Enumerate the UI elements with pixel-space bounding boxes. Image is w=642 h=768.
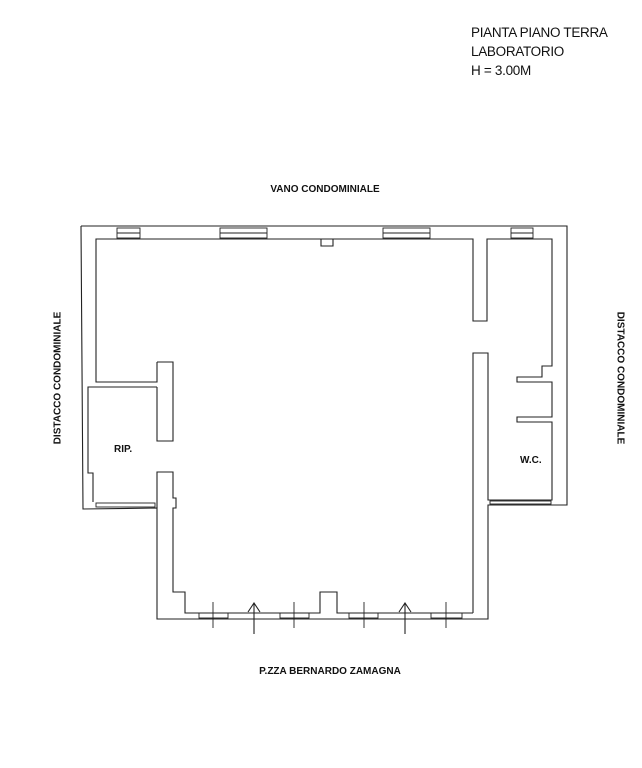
title-line-plan: PIANTA PIANO TERRA [471,25,608,40]
outer-wall [80,225,568,620]
label-bottom-side: P.ZZA BERNARDO ZAMAGNA [259,666,401,677]
inner-wall-upper-left [95,238,553,613]
left-pier-lower [156,471,473,614]
label-top-side: VANO CONDOMINIALE [270,184,380,195]
left-pier-upper [156,361,174,442]
title-line-use: LABORATORIO [471,44,564,59]
room-label-wc: W.C. [520,455,542,466]
entrance-arrow-icon [247,602,261,634]
entrance-arrow-icon [398,602,412,634]
storage-room-wall [87,386,157,502]
title-block: PIANTA PIANO TERRA LABORATORIO H = 3.00M [471,23,608,80]
windows-top [116,227,534,239]
room-label-storage: RIP. [114,444,133,455]
wall-bump-top [320,239,334,247]
windows-bottom [198,602,463,628]
windows-side [95,500,552,508]
title-line-height: H = 3.00M [471,63,531,78]
